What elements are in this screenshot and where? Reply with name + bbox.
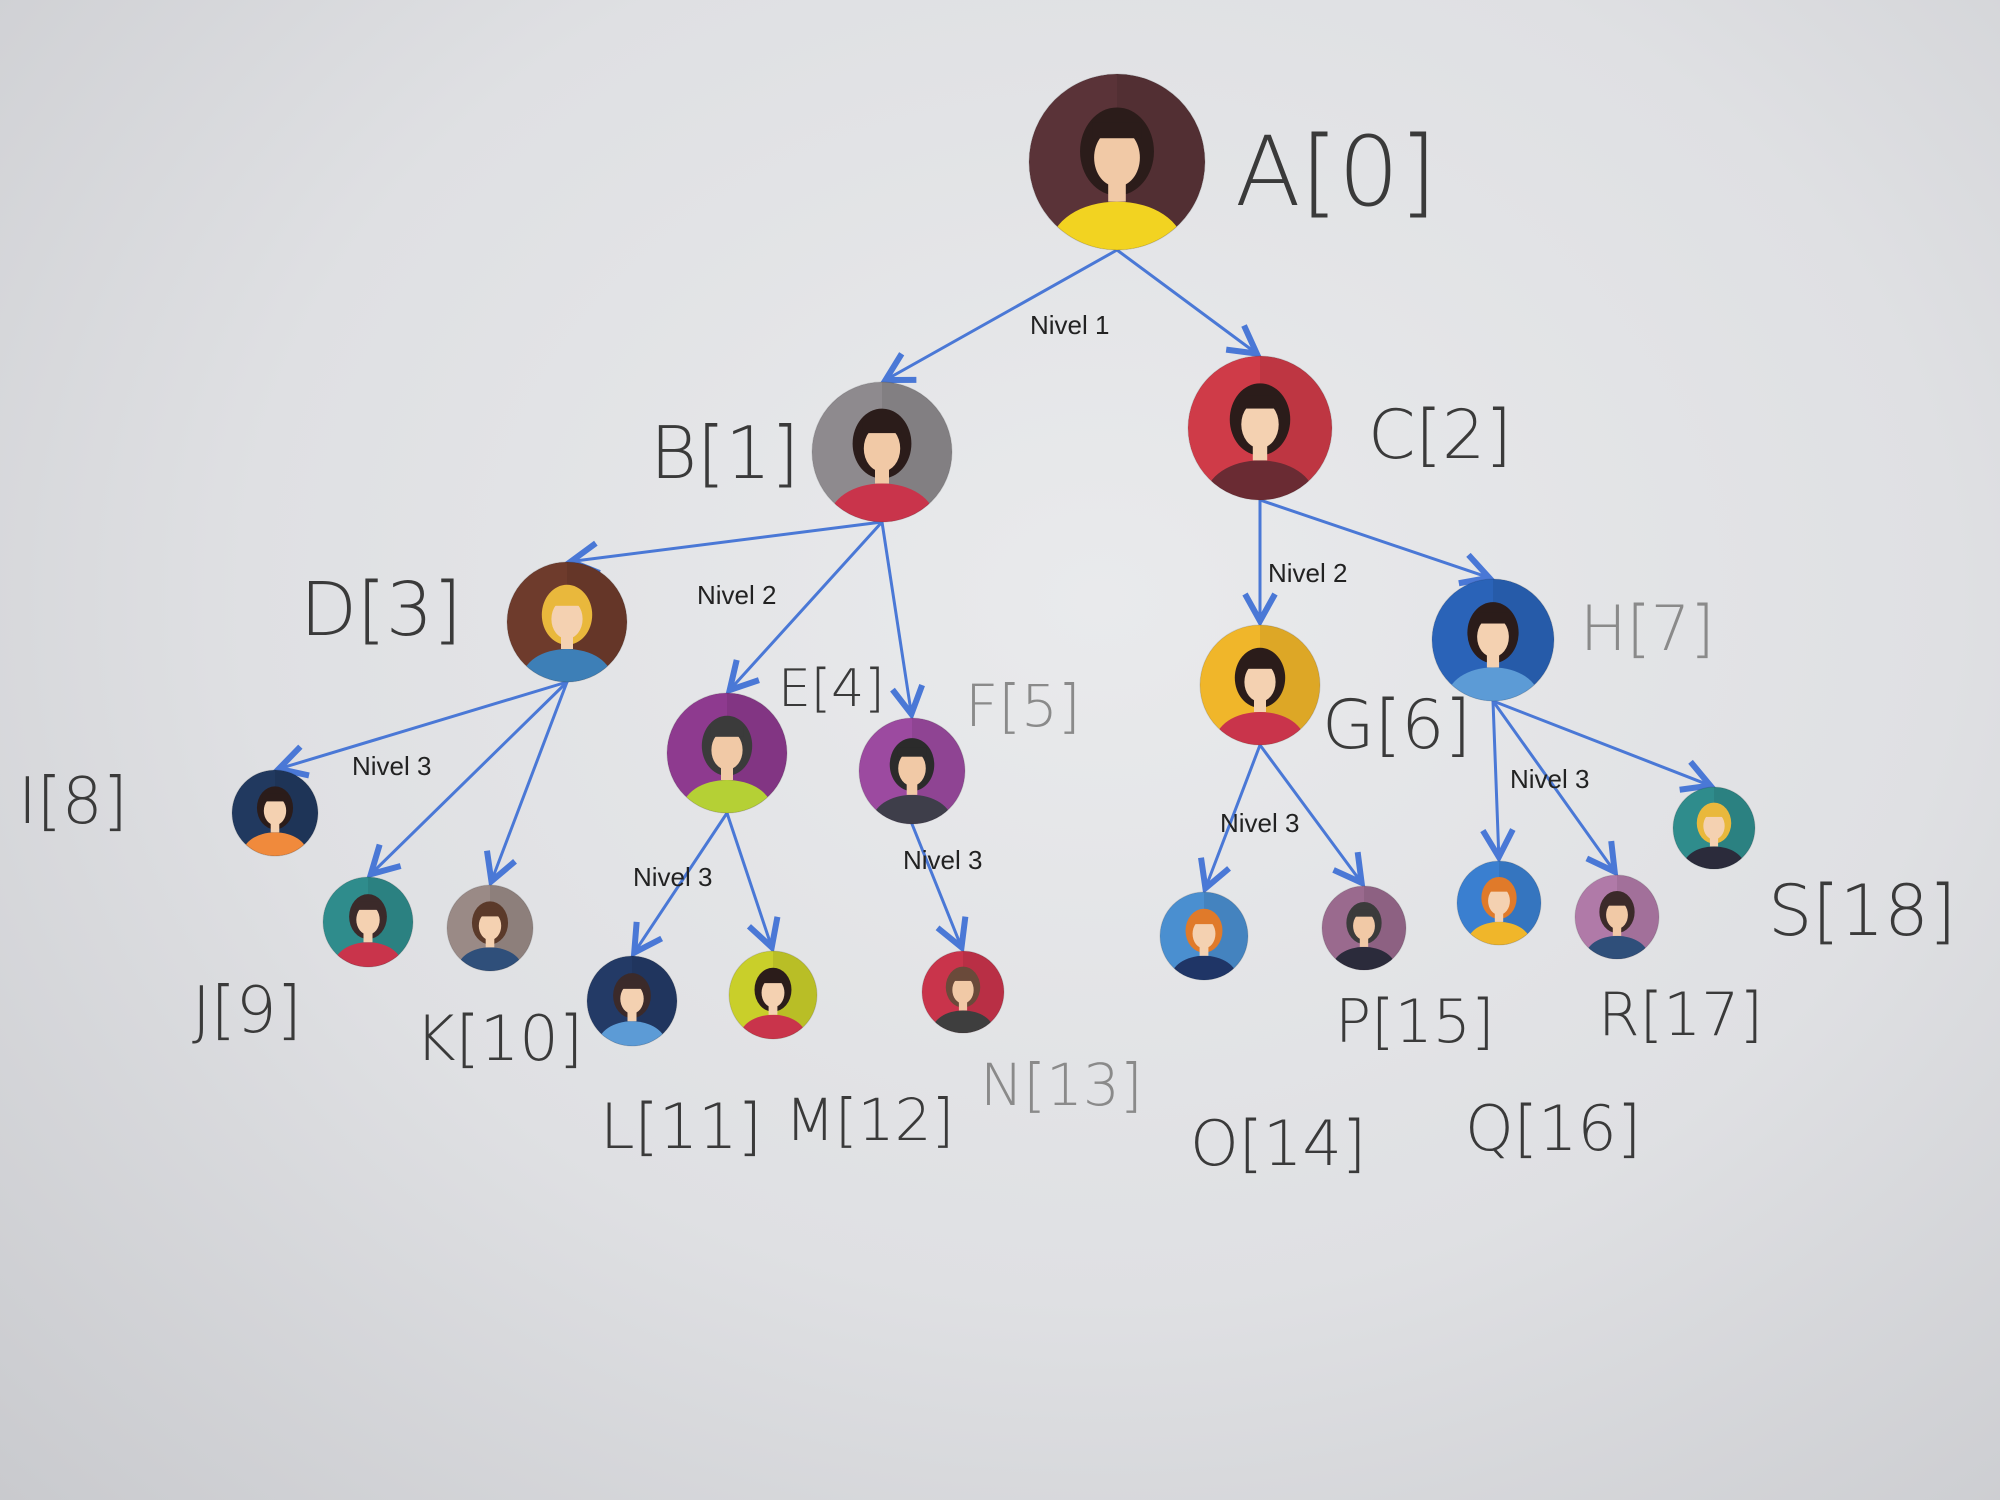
edge-B-D <box>571 520 884 561</box>
avatar-node-p <box>1321 885 1407 971</box>
avatar-node-j <box>322 876 414 968</box>
node-label-j: J[9] <box>192 974 302 1048</box>
node-label-o: O[14] <box>1190 1107 1366 1180</box>
avatar-node-b <box>811 381 953 523</box>
node-label-e: E[4] <box>778 659 885 719</box>
edge-A-B <box>885 248 1119 380</box>
level-label-2-right: Nivel 2 <box>1268 558 1347 588</box>
edge-H-R <box>1491 699 1615 872</box>
node-label-h: H[7] <box>1580 592 1714 665</box>
edge-A-C <box>1115 248 1257 354</box>
avatar-node-o <box>1159 891 1249 981</box>
edge-C-H <box>1258 498 1489 578</box>
avatar-node-d <box>506 561 628 683</box>
node-label-d: D[3] <box>300 567 462 653</box>
node-label-s: S[18] <box>1768 870 1956 952</box>
node-label-g: G[6] <box>1322 686 1471 765</box>
edges-layer <box>279 248 1710 953</box>
edge-B-E <box>730 520 884 690</box>
avatar-node-l <box>586 955 678 1047</box>
avatar-node-f <box>858 717 966 825</box>
avatar-node-a <box>1028 73 1206 251</box>
avatar-node-q <box>1456 860 1542 946</box>
avatar-node-n <box>921 950 1005 1034</box>
node-label-p: P[15] <box>1335 987 1494 1057</box>
avatar-node-r <box>1574 874 1660 960</box>
edge-G-O <box>1205 743 1262 888</box>
avatar-node-m <box>728 950 818 1040</box>
node-label-f: F[5] <box>965 672 1081 740</box>
labels-layer: A[0] B[1] C[2] D[3] E[4] F[5] G[6] H[7] I[8] J[9]… <box>18 116 1956 1180</box>
node-label-c: C[2] <box>1368 396 1512 475</box>
node-label-q: Q[16] <box>1465 1092 1641 1165</box>
level-label-2-left: Nivel 2 <box>697 580 776 610</box>
avatar-node-k <box>446 884 534 972</box>
node-label-m: M[12] <box>785 1086 954 1154</box>
edge-H-Q <box>1493 699 1499 857</box>
node-label-l: L[11] <box>600 1090 762 1163</box>
avatar-node-g <box>1199 624 1321 746</box>
node-label-b: B[1] <box>650 411 799 495</box>
level-labels: Nivel 1 Nivel 2 Nivel 2 Nivel 3 Nivel 3 … <box>352 310 1589 892</box>
level-label-1: Nivel 1 <box>1030 310 1109 340</box>
edge-F-N <box>910 822 962 947</box>
node-label-n: N[13] <box>980 1051 1142 1119</box>
node-label-i: I[8] <box>18 765 128 839</box>
edge-B-F <box>880 520 911 714</box>
edge-E-M <box>725 811 772 947</box>
node-label-a: A[0] <box>1235 116 1437 228</box>
level-label-3-e: Nivel 3 <box>633 862 712 892</box>
edge-H-S <box>1491 699 1710 786</box>
level-label-3-h: Nivel 3 <box>1510 764 1589 794</box>
avatar-node-s <box>1672 786 1756 870</box>
level-label-3-g: Nivel 3 <box>1220 808 1299 838</box>
level-label-3-d: Nivel 3 <box>352 751 431 781</box>
edge-E-L <box>634 811 729 953</box>
edge-D-I <box>279 680 569 769</box>
node-label-r: R[17] <box>1598 980 1763 1050</box>
edge-D-J <box>371 680 569 874</box>
node-label-k: K[10] <box>415 1002 583 1075</box>
avatar-node-i <box>231 769 319 857</box>
avatar-node-e <box>666 692 788 814</box>
edge-D-K <box>491 680 569 881</box>
edge-G-P <box>1258 743 1362 883</box>
level-label-3-f: Nivel 3 <box>903 845 982 875</box>
